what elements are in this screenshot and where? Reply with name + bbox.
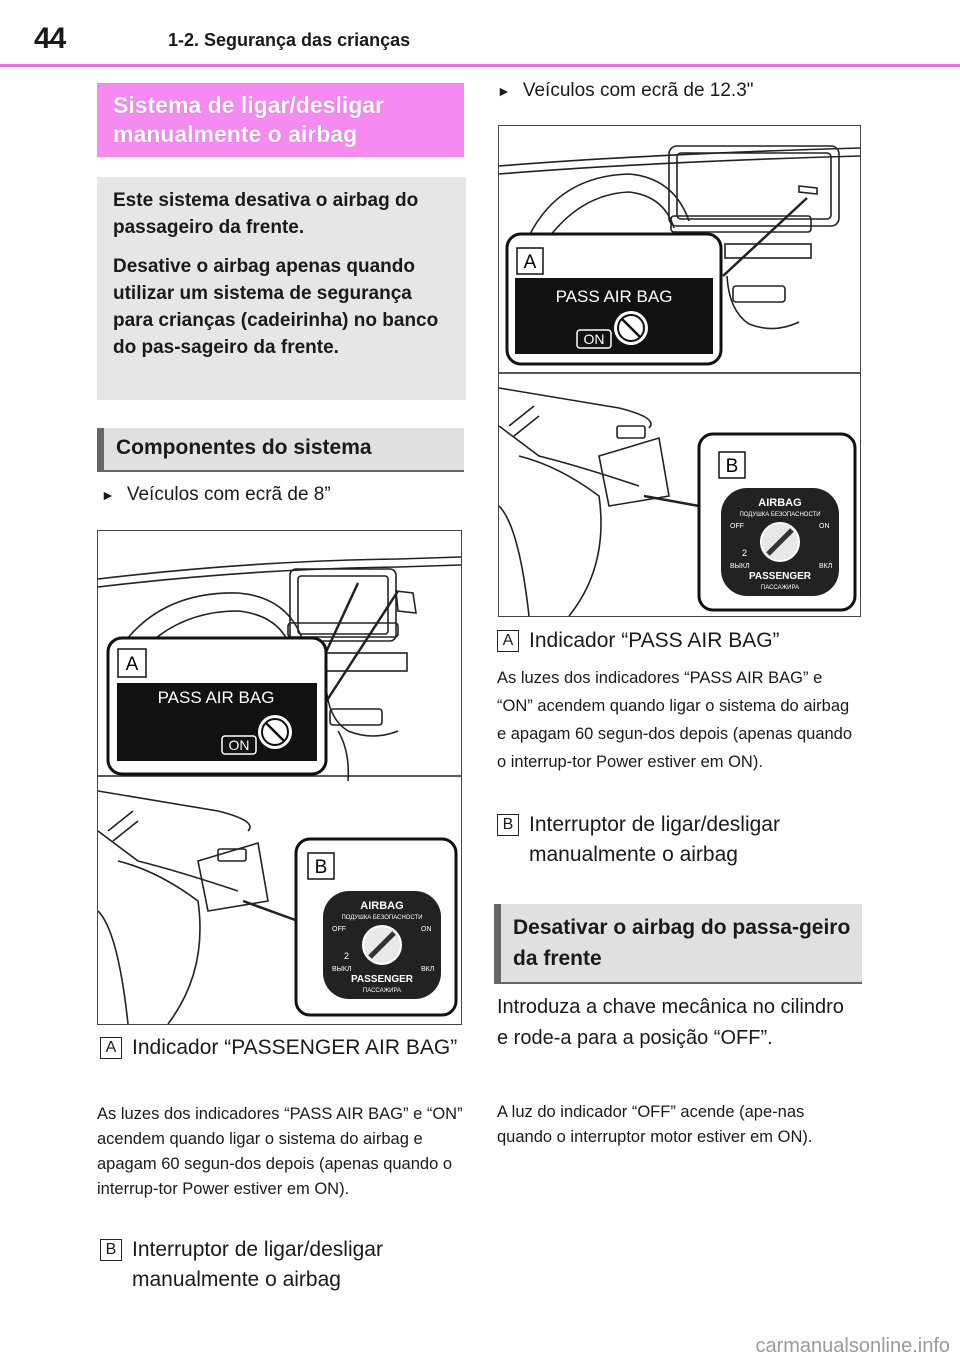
figure-8-inch: A PASS AIR BAG ON B AIRBAG ПОДУШКА БЕЗОП… [97,530,462,1025]
deactivate-heading: Desativar o airbag do passa-geiro da fre… [494,904,862,984]
deactivate-instruction: Introduza a chave mecânica no cilindro e… [497,996,844,1049]
deactivate-note: A luz do indicador “OFF” acende (ape-nas… [497,1103,813,1146]
airbag-off-icon [614,311,648,345]
left-item-a: A Indicador “PASSENGER AIR BAG” [100,1033,460,1063]
right-item-b: B Interruptor de ligar/desligar manualme… [497,810,857,870]
switch-on-label: ON [421,926,432,933]
right-item-a: A Indicador “PASS AIR BAG” [497,626,867,656]
bullet-12-inch-text: Veículos com ecrã de 12.3" [522,80,754,101]
bullet-8-inch: ► Veículos com ecrã de 8” [101,484,331,506]
left-item-a-tag: A [100,1037,122,1059]
switch-passenger-ru-label: ПАССАЖИРА [761,585,799,591]
switch-off-ru-label: ВЫКЛ [332,966,352,973]
intro-paragraph-2: Desative o airbag apenas quando utilizar… [113,256,439,358]
callout-b-tag: B [726,456,739,477]
header-rule [0,64,960,67]
intro-box: Este sistema desativa o airbag do passag… [97,177,466,400]
callout-a-tag: A [126,654,139,675]
triangle-bullet-icon: ► [101,487,115,503]
right-item-b-tag: B [497,814,519,836]
switch-title-ru: ПОДУШКА БЕЗОПАСНОСТИ [739,512,820,518]
left-item-b-tag: B [100,1239,122,1261]
callout-a-tag: A [524,252,537,273]
page-number: 44 [34,22,66,55]
figure-12-inch: A PASS AIR BAG ON B AIRBAG ПОДУШКА БЕЗОП… [498,125,861,617]
callout-b-tag: B [315,857,328,878]
switch-off-label: OFF [332,926,346,933]
left-item-b-label: Interruptor de ligar/desligar manualment… [132,1238,383,1291]
main-heading-line-2: manualmente o airbag [113,121,358,147]
switch-seat-number: 2 [742,548,747,558]
switch-off-ru-label: ВЫКЛ [730,563,750,570]
switch-off-label: OFF [730,523,744,530]
main-heading-box: Sistema de ligar/desligar manualmente o … [97,83,464,157]
section-title: 1-2. Segurança das crianças [168,30,411,50]
switch-title: AIRBAG [758,497,801,509]
left-item-b: B Interruptor de ligar/desligar manualme… [100,1235,460,1295]
left-item-a-label: Indicador “PASSENGER AIR BAG” [132,1036,458,1059]
airbag-off-icon [258,715,292,749]
triangle-bullet-icon: ► [497,83,511,99]
dashboard-illustration-12: A PASS AIR BAG ON B AIRBAG ПОДУШКА БЕЗОП… [499,145,860,616]
pass-air-bag-indicator-text: PASS AIR BAG [158,688,275,707]
bullet-8-inch-text: Veículos com ecrã de 8” [126,484,331,505]
switch-title-ru: ПОДУШКА БЕЗОПАСНОСТИ [341,915,422,921]
page-header: 44 1-2. Segurança das crianças [0,0,960,70]
switch-on-label: ON [819,523,830,530]
switch-on-ru-label: ВКЛ [421,966,435,973]
intro-paragraph-1: Este sistema desativa o airbag do passag… [113,190,419,238]
switch-title: AIRBAG [360,900,403,912]
main-heading-line-1: Sistema de ligar/desligar [113,92,385,118]
right-item-b-label: Interruptor de ligar/desligar manualment… [529,813,780,866]
on-indicator-text: ON [229,737,250,753]
bullet-12-inch: ► Veículos com ecrã de 12.3" [497,80,754,102]
right-item-a-label: Indicador “PASS AIR BAG” [529,629,780,652]
components-heading-text: Componentes do sistema [116,436,372,459]
on-indicator-text: ON [584,331,605,347]
switch-on-ru-label: ВКЛ [819,563,833,570]
switch-passenger-label: PASSENGER [351,974,414,985]
switch-seat-number: 2 [344,951,349,961]
right-item-a-tag: A [497,630,519,652]
pass-air-bag-indicator-text: PASS AIR BAG [556,287,673,306]
switch-passenger-label: PASSENGER [749,571,812,582]
left-item-a-description: As luzes dos indicadores “PASS AIR BAG” … [97,1105,463,1198]
watermark: carmanualsonline.info [755,1335,950,1357]
dashboard-illustration-8: A PASS AIR BAG ON B AIRBAG ПОДУШКА БЕЗОП… [98,556,461,1024]
right-item-a-description: As luzes dos indicadores “PASS AIR BAG” … [497,669,853,771]
switch-passenger-ru-label: ПАССАЖИРА [363,988,401,994]
deactivate-heading-text: Desativar o airbag do passa-geiro da fre… [513,916,851,970]
components-heading: Componentes do sistema [97,428,464,472]
